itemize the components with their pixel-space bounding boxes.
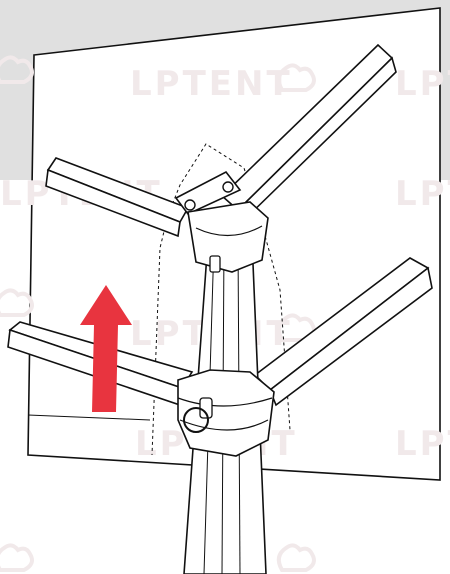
upper-left-rail [45,157,190,238]
ring-pin-icon [183,407,209,433]
watermark-text: LPTENT [395,64,450,104]
upper-slide-connector [174,170,269,273]
lower-right-rail [253,257,433,407]
spring-pin-icon [209,255,221,273]
watermark-text: LPTENT [395,174,450,214]
watermark-text: LPTENT [395,424,450,464]
arrow-up-icon [80,285,132,412]
lower-fixed-connector [177,369,275,457]
panel-lower-edge [27,414,151,421]
upper-right-rail [220,43,397,224]
watermark-text: LPTENT [130,64,293,104]
